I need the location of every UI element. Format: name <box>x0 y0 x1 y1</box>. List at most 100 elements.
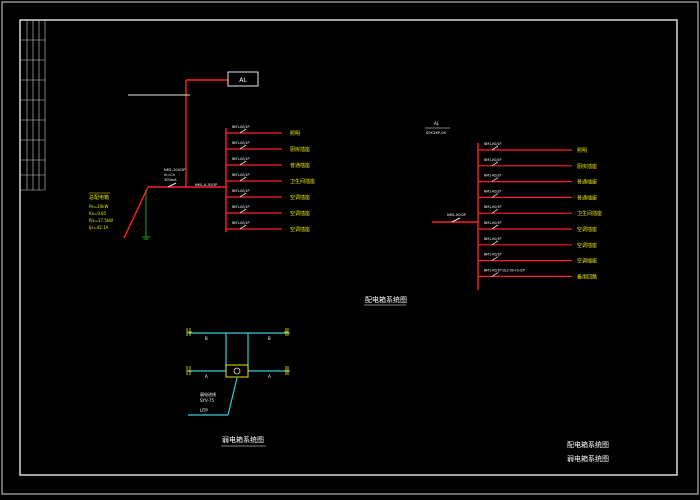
weak-incoming-label-1: 弱电进线 <box>200 391 216 397</box>
left-circuit-breaker-symbol[interactable] <box>239 224 247 230</box>
right-circuit-breaker-symbol[interactable] <box>491 272 499 277</box>
left-circuit-spec: NM1-K0/1P <box>232 189 250 193</box>
left-circuit-name: 空调插座 <box>290 210 310 217</box>
right-circuit-row: NM1-K0/1P 空调插座 <box>478 253 597 265</box>
right-circuit-row: NM1-K0/1P 厨房插座 <box>478 158 597 170</box>
main-breaker-symbol[interactable] <box>167 182 177 188</box>
outlet-top-right-icon <box>284 328 289 336</box>
left-circuit-row: NM1-K0/1P 空调插座 <box>226 189 310 201</box>
weak-outlets <box>186 328 289 375</box>
title-strip <box>20 20 46 191</box>
right-circuit-row: NM1-K0/1P 空调插座 <box>478 237 597 249</box>
right-circuit-name: 空调插座 <box>577 258 597 265</box>
left-circuit-name: 普通插座 <box>290 162 310 169</box>
weak-box-core-icon <box>233 367 241 375</box>
right-circuit-name: 备用回路 <box>577 273 597 280</box>
right-circuit-breaker-symbol[interactable] <box>491 193 499 198</box>
right-circuit-breaker-symbol[interactable] <box>491 161 499 167</box>
right-circuit-row: NM1-K0/1P 卫生间插座 <box>478 205 602 217</box>
main-breaker-spec-3: 300mA <box>164 178 177 182</box>
right-main-breaker-symbol[interactable] <box>451 217 461 223</box>
right-circuit-spec: NM1-K0/1P <box>484 189 502 193</box>
weak-label-left-a: A <box>205 374 208 379</box>
left-circuit-spec: NM1-K0/1P <box>232 157 250 161</box>
left-circuit-breaker-symbol[interactable] <box>239 160 247 166</box>
right-circuit-spec: NM1-K0/1P <box>484 205 502 209</box>
right-circuit-breaker-symbol[interactable] <box>491 145 499 151</box>
left-circuit-row: NM1-K0/1P 卫生间插座 <box>226 173 315 185</box>
legend-title-1: 配电箱系统图 <box>567 440 609 449</box>
weak-box-core[interactable] <box>225 364 249 378</box>
left-circuit-spec: NM1-K0/1P <box>232 221 250 225</box>
right-circuit-list: NM1-K0/1P照明NM1-K0/1P厨房插座NM1-K0/1P普通插座NM1… <box>478 142 602 280</box>
weak-diagram-title: 弱电箱系统图 <box>222 435 264 444</box>
right-circuit-row: NM1-K0/1P 空调插座 <box>478 221 597 233</box>
right-circuit-name: 普通插座 <box>577 194 597 201</box>
right-circuit-name: 照明 <box>577 148 587 154</box>
left-circuit-row: NM1-K0/1P 厨房插座 <box>226 141 310 153</box>
legend-title-2: 弱电箱系统图 <box>567 454 609 463</box>
left-circuit-name: 卫生间插座 <box>290 178 315 185</box>
right-circuit-spec: NM1-K0/1P <box>484 237 502 241</box>
outlet-mid-right-icon <box>284 366 289 375</box>
right-circuit-breaker-symbol[interactable] <box>491 240 499 246</box>
right-circuit-breaker-symbol[interactable] <box>491 224 499 230</box>
right-top-label: AL <box>434 121 440 126</box>
left-circuit-name: 空调插座 <box>290 194 310 201</box>
al-box-label: AL <box>239 77 247 84</box>
weak-incoming-label-2: SYV-75 <box>200 398 214 403</box>
right-circuit-spec: NM1-K0/1P <box>484 253 502 257</box>
right-circuit-spec: NM1-K0/1P DL2-00+0-/2P <box>484 268 525 272</box>
left-circuit-spec: NM1-K0/1P <box>232 205 250 209</box>
right-circuit-spec: NM1-K0/1P <box>484 174 502 178</box>
right-circuit-name: 空调插座 <box>577 242 597 249</box>
center-diagram-title: 配电箱系统图 <box>365 295 407 304</box>
left-circuit-breaker-symbol[interactable] <box>239 192 247 198</box>
right-circuit-row: NM1-K0/1P DL2-00+0-/2P 备用回路 <box>478 268 597 280</box>
left-circuit-row: NM1-K0/1P 空调插座 <box>226 221 310 233</box>
left-incoming-line <box>123 186 149 239</box>
left-circuit-list: NM1-K0/1P照明NM1-K0/1P厨房插座NM1-K0/1P普通插座NM1… <box>226 125 315 233</box>
right-circuit-spec: NM1-K0/1P <box>484 158 502 162</box>
weak-label-left-b: B <box>205 336 208 341</box>
right-circuit-name: 空调插座 <box>577 226 597 233</box>
right-circuit-row: NM1-K0/1P 照明 <box>478 142 587 154</box>
left-circuit-breaker-symbol[interactable] <box>239 128 247 134</box>
incoming-label-4: Pjs=17.5kW <box>89 218 113 223</box>
incoming-label-5: Ijs=42.1A <box>89 225 109 230</box>
right-circuit-spec: NM1-K0/1P <box>484 221 502 225</box>
weak-incoming-label-3: UTP <box>200 408 208 413</box>
right-circuit-breaker-symbol[interactable] <box>491 177 499 182</box>
left-circuit-name: 厨房插座 <box>290 146 310 153</box>
right-circuit-breaker-symbol[interactable] <box>491 208 499 214</box>
left-circuit-spec: NM1-K0/1P <box>232 125 250 129</box>
right-circuit-breaker-symbol[interactable] <box>491 256 499 261</box>
right-main-tag: NM1-K0/2P <box>447 213 466 217</box>
left-circuit-breaker-symbol[interactable] <box>239 144 247 150</box>
outlet-top-left-icon <box>186 328 192 336</box>
al-box[interactable] <box>227 71 259 87</box>
right-circuit-spec: NM1-K0/1P <box>484 142 502 146</box>
right-top-sub: S0Y-2KP-0X <box>426 131 446 135</box>
weak-label-right-b: B <box>268 336 271 341</box>
left-circuit-breaker-symbol[interactable] <box>239 176 247 182</box>
incoming-label-1: 总配电箱 <box>89 194 109 201</box>
left-circuit-spec: NM1-K0/1P <box>232 141 250 145</box>
main-breaker-tag: NM1-K-30/3P <box>195 183 217 187</box>
left-circuit-breaker-symbol[interactable] <box>239 208 247 214</box>
incoming-label-2: Pe=20kW <box>89 204 108 209</box>
incoming-labels: 总配电箱 Pe=20kW Kx=0.85 Pjs=17.5kW Ijs=42.1… <box>89 194 113 230</box>
left-circuit-spec: NM1-K0/1P <box>232 173 250 177</box>
left-circuit-name: 照明 <box>290 131 300 137</box>
right-circuit-row: NM1-K0/1P 普通插座 <box>478 189 597 201</box>
right-circuit-name: 厨房插座 <box>577 163 597 170</box>
incoming-label-3: Kx=0.85 <box>89 211 107 216</box>
right-circuit-name: 卫生间插座 <box>577 210 602 217</box>
right-circuit-row: NM1-K0/1P 普通插座 <box>478 174 597 186</box>
right-circuit-name: 普通插座 <box>577 179 597 186</box>
left-circuit-row: NM1-K0/1P 普通插座 <box>226 157 310 169</box>
left-circuit-row: NM1-K0/1P 照明 <box>226 125 300 137</box>
left-distribution-panel: AL NM1-100/3P In=Ch 300mA NM1-K-30/3P 总配… <box>89 71 315 240</box>
left-circuit-name: 空调插座 <box>290 226 310 233</box>
